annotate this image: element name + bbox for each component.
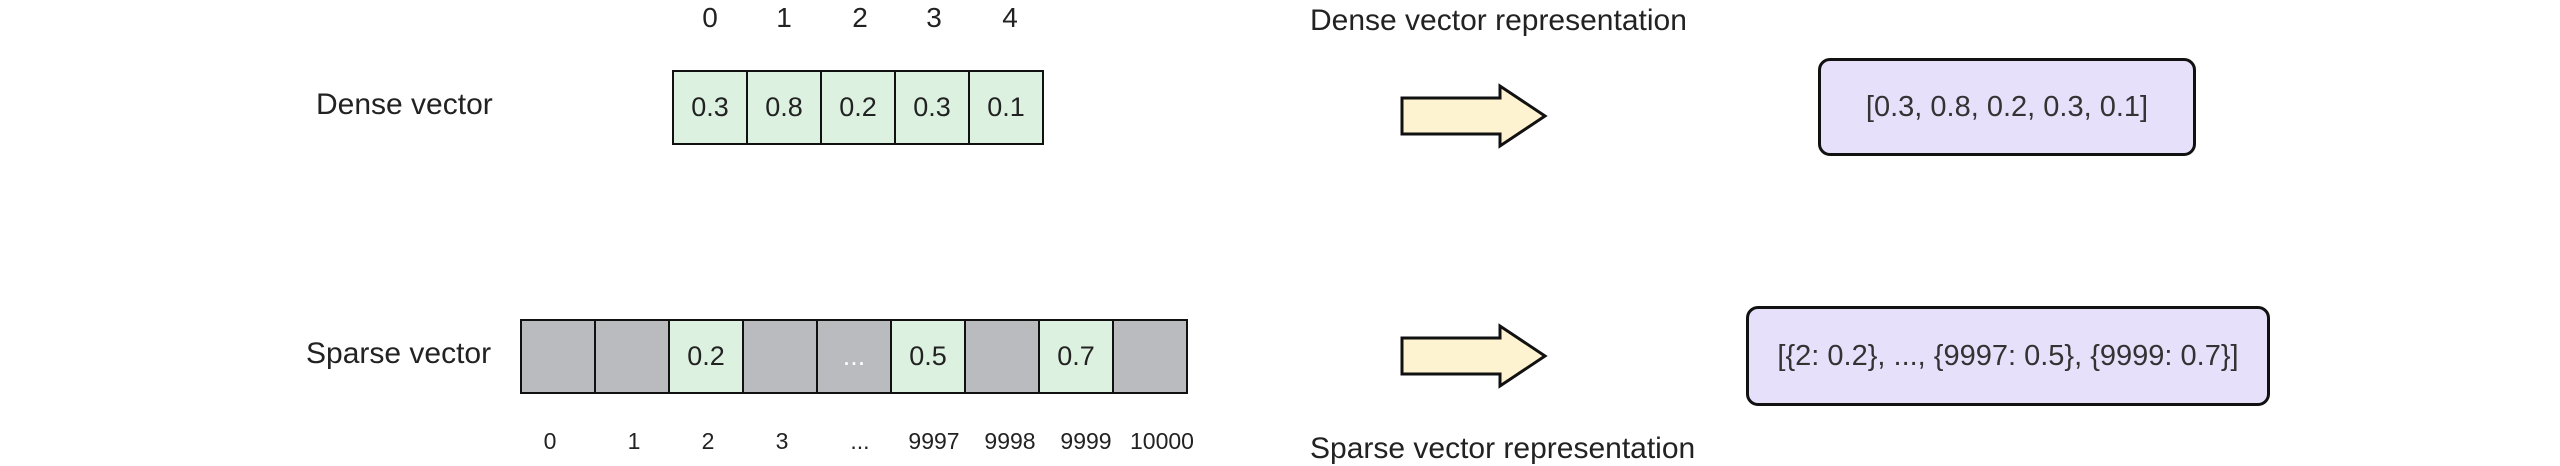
sparse-vector-label: Sparse vector xyxy=(306,337,492,370)
sparse-cell-2: 0.2 xyxy=(668,319,744,394)
sparse-representation-title: Sparse vector representation xyxy=(1310,432,1696,465)
dense-cell-0: 0.3 xyxy=(672,70,748,145)
dense-index-3: 3 xyxy=(926,2,942,33)
dense-index-4: 4 xyxy=(1002,2,1018,33)
dense-index-2: 2 xyxy=(852,2,868,33)
dense-vector-label: Dense vector xyxy=(316,88,493,121)
sparse-index-10000: 10000 xyxy=(1130,428,1194,454)
dense-index-1: 1 xyxy=(776,2,792,33)
dense-cell-4: 0.1 xyxy=(968,70,1044,145)
dense-arrow-icon xyxy=(1400,83,1548,149)
dense-vector-cells: 0.3 0.8 0.2 0.3 0.1 xyxy=(672,70,1044,145)
dense-representation-title: Dense vector representation xyxy=(1310,4,1687,37)
sparse-cell-9999: 0.7 xyxy=(1038,319,1114,394)
sparse-cell-0 xyxy=(520,319,596,394)
dense-cell-1: 0.8 xyxy=(746,70,822,145)
sparse-vector-cells: 0.2 ... 0.5 0.7 xyxy=(520,319,1188,394)
sparse-index-9998: 9998 xyxy=(984,428,1036,454)
sparse-index-2: 2 xyxy=(701,428,715,454)
sparse-representation-box: [{2: 0.2}, ..., {9997: 0.5}, {9999: 0.7}… xyxy=(1746,306,2270,406)
sparse-index-9997: 9997 xyxy=(908,428,960,454)
sparse-index-1: 1 xyxy=(627,428,641,454)
sparse-index-ellipsis: ... xyxy=(850,428,870,454)
sparse-cell-3 xyxy=(742,319,818,394)
sparse-arrow-icon xyxy=(1400,323,1548,389)
sparse-index-0: 0 xyxy=(543,428,557,454)
dense-cell-3: 0.3 xyxy=(894,70,970,145)
sparse-index-9999: 9999 xyxy=(1060,428,1112,454)
sparse-cell-9997: 0.5 xyxy=(890,319,966,394)
dense-index-0: 0 xyxy=(702,2,718,33)
dense-representation-box: [0.3, 0.8, 0.2, 0.3, 0.1] xyxy=(1818,58,2196,156)
sparse-index-3: 3 xyxy=(775,428,789,454)
dense-cell-2: 0.2 xyxy=(820,70,896,145)
sparse-cell-ellipsis: ... xyxy=(816,319,892,394)
sparse-cell-1 xyxy=(594,319,670,394)
sparse-cell-10000 xyxy=(1112,319,1188,394)
sparse-cell-9998 xyxy=(964,319,1040,394)
